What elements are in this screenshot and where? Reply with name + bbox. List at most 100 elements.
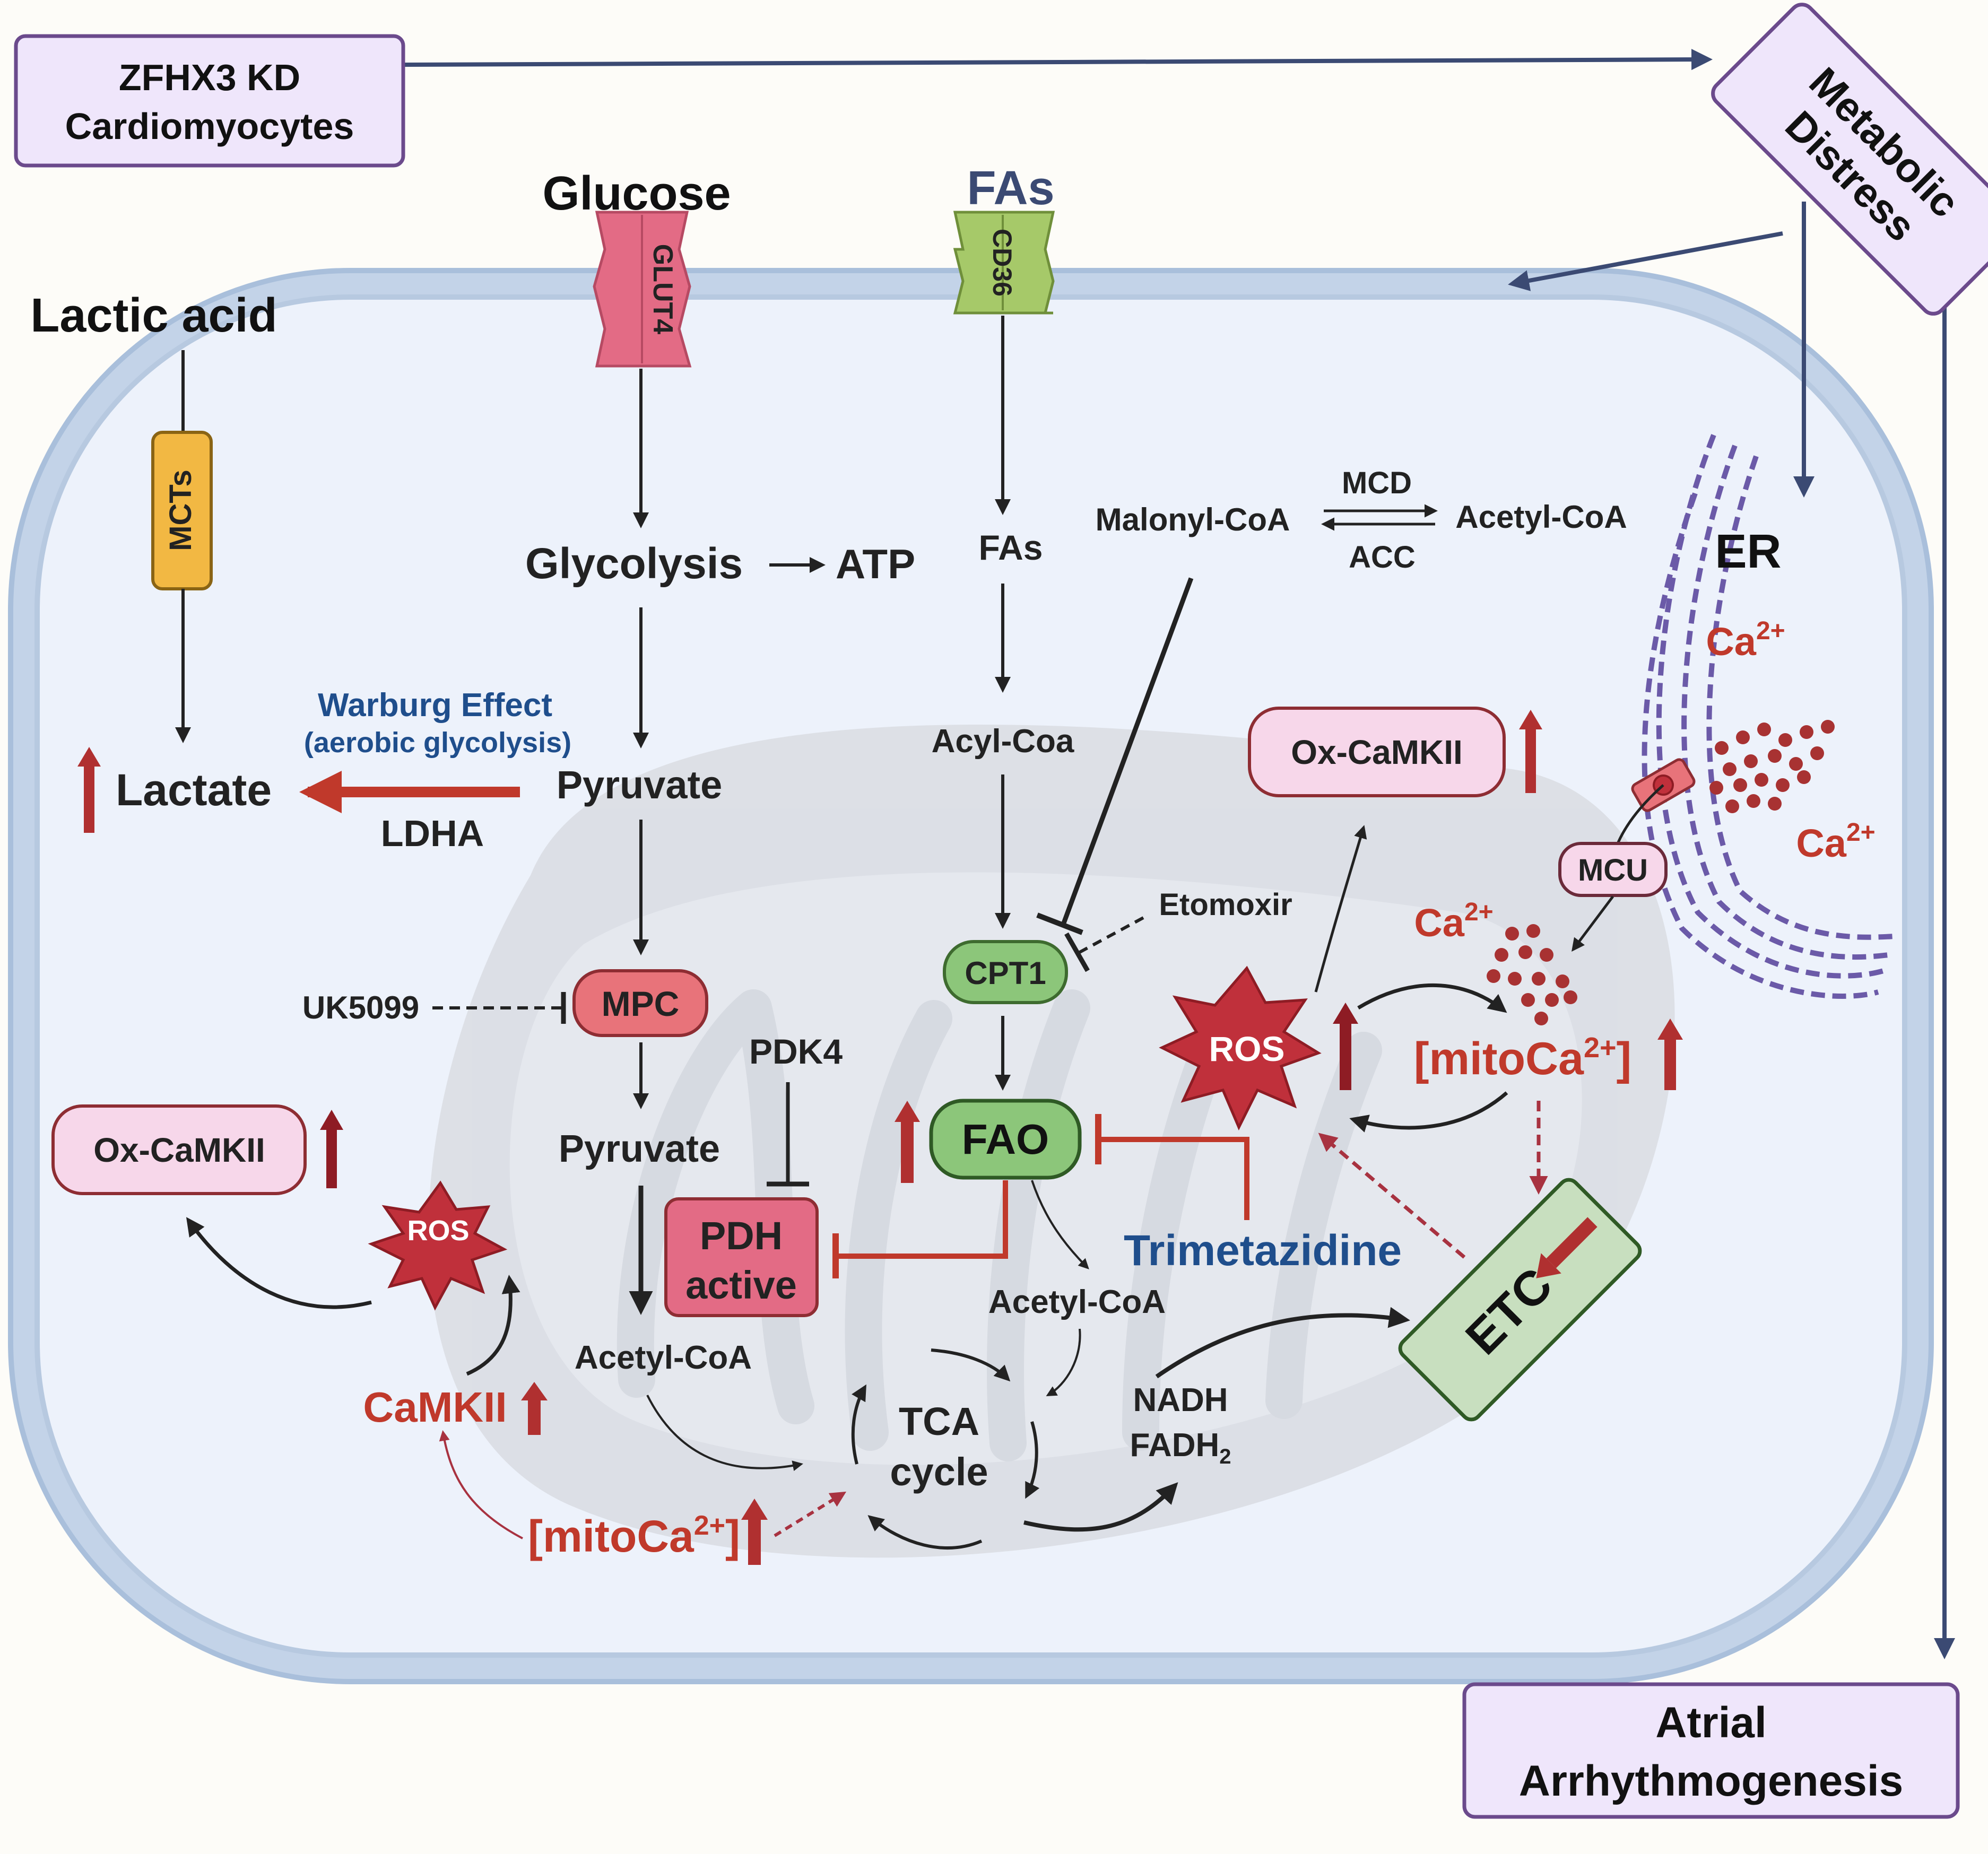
ca-er-sup: 2+ (1756, 617, 1785, 645)
mito-ca-right-open: [mito (1414, 1033, 1525, 1084)
mito-ca-left-up-shaft (748, 1517, 761, 1565)
ros-to-ox-camkii-left-arrow (186, 1217, 372, 1309)
acetyl-coa-top-label: Acetyl-CoA (1455, 499, 1627, 535)
camkii-label: CaMKII (363, 1383, 507, 1431)
glycolysis-arrows (175, 369, 826, 1315)
fas-label: FAs (978, 528, 1043, 567)
pyruvate-label: Pyruvate (557, 763, 723, 807)
aerobic-glycolysis-label: (aerobic glycolysis) (304, 727, 571, 759)
cardiomyocytes-label: Cardiomyocytes (65, 106, 354, 147)
cpt1-box (943, 940, 1068, 1004)
ox-camkii-right-box (1248, 707, 1506, 797)
ca-mito-base: Ca (1414, 901, 1464, 945)
etc-complex: ETC (1398, 1178, 1642, 1422)
fao-up-arrow-shaft (901, 1119, 914, 1183)
ros-left-star (368, 1180, 508, 1311)
ros-right-up-head (1333, 1003, 1358, 1024)
lactic-acid-label: Lactic acid (30, 289, 277, 342)
malonyl-coa-label: Malonyl-CoA (1096, 502, 1290, 537)
etomoxir-inhibition (1079, 916, 1144, 954)
mito-ca-left-up-head (741, 1499, 768, 1520)
ca-dots-mito (1487, 924, 1577, 1025)
fao-label: FAO (962, 1116, 1049, 1163)
camkii-to-ros-arrow (466, 1275, 520, 1376)
zfhx3-kd-label: ZFHX3 KD (119, 57, 300, 98)
lactate-up-arrow-head (77, 747, 101, 767)
ox-camkii-left-up-head (320, 1110, 343, 1130)
fadh-sub: 2 (1219, 1445, 1231, 1468)
fadh2-label: FADH2 (1130, 1427, 1231, 1468)
mito-ca-right-ca: Ca (1525, 1033, 1584, 1084)
ca-er-base: Ca (1706, 620, 1756, 664)
cd36-transporter: CD36 (953, 211, 1055, 315)
ros-to-mitoca-arrow (1357, 983, 1507, 1013)
mito-ca-right-sup: 2+ (1584, 1032, 1617, 1064)
mito-ca-left-ca: Ca (637, 1511, 695, 1561)
cpt1-label: CPT1 (965, 955, 1046, 991)
nadh-label: NADH (1133, 1382, 1228, 1418)
mcu-to-mito-arrow (1572, 895, 1614, 952)
mpc-box (572, 969, 708, 1037)
tca-cycle: TCA cycle NADH FADH2 (646, 1307, 1410, 1550)
ca-cyto-sup: 2+ (1846, 819, 1876, 847)
atp-label: ATP (836, 541, 915, 587)
er-label: ER (1715, 525, 1781, 578)
fao-to-acetyl-arrow (1031, 1180, 1089, 1269)
etc-to-ros-arrow (1318, 1133, 1466, 1259)
mito-ca-right-up-shaft (1664, 1037, 1676, 1090)
cd36-label: CD36 (987, 229, 1017, 297)
endoplasmic-reticulum (1642, 434, 1895, 999)
malonyl-inhibition-bar (1036, 912, 1083, 935)
ros-to-ox-camkii-arrow (1314, 825, 1367, 993)
ca-cyto-base: Ca (1796, 821, 1846, 865)
ros-right-up-shaft (1340, 1021, 1351, 1090)
glut4-transporter: GLUT4 (593, 211, 692, 368)
lactate-up-arrow-shaft (84, 764, 94, 833)
mito-ca-right-close: ] (1617, 1033, 1632, 1084)
ox-camkii-left-box (51, 1104, 307, 1195)
ca-cyto-label: Ca2+ (1796, 819, 1875, 865)
atrial-arrhythmogenesis-box: Atrial Arrhythmogenesis (1462, 1682, 1960, 1819)
ox-camkii-left-label: Ox-CaMKII (93, 1131, 265, 1169)
acetyl-coa-left-label: Acetyl-CoA (575, 1339, 752, 1376)
ca-er-label: Ca2+ (1706, 617, 1785, 664)
pdh-active-box (664, 1197, 819, 1317)
camkii-up-shaft (528, 1398, 541, 1435)
tca-label: TCA (899, 1399, 979, 1443)
mitoca-to-camkii-arrow (439, 1430, 523, 1539)
fao-box (929, 1099, 1082, 1180)
ca-mito-sup: 2+ (1464, 898, 1494, 926)
ldha-label: LDHA (381, 813, 484, 854)
fas-top-label: FAs (967, 162, 1054, 215)
ros-right-star (1159, 965, 1322, 1130)
ca-dots-er (1709, 720, 1835, 813)
fao-up-arrow-head (895, 1101, 920, 1122)
ox-camkii-left-up-shaft (326, 1127, 337, 1188)
trimetazidine-inhibition (1101, 1137, 1249, 1220)
uk5099-label: UK5099 (302, 990, 419, 1025)
mito-ca-left-label: [mitoCa2+] (528, 1510, 740, 1561)
camkii-up-head (521, 1382, 548, 1400)
lactate-label: Lactate (116, 765, 272, 815)
mcu-box (1558, 842, 1668, 897)
pyruvate-mito-label: Pyruvate (559, 1128, 720, 1170)
mitoca-to-ros-arrow (1349, 1091, 1508, 1133)
ros-right-label: ROS (1209, 1029, 1284, 1068)
atrial-label: Atrial (1655, 1699, 1767, 1747)
ros-left-label: ROS (407, 1215, 469, 1247)
mito-ca-left-open: [mito (528, 1511, 637, 1561)
mcu-label: MCU (1578, 853, 1648, 887)
top-arrows (403, 49, 1955, 1659)
acyl-coa-label: Acyl-Coa (932, 723, 1074, 760)
etc-up-arrow-head (1536, 1253, 1561, 1278)
ryr-to-mcu-line (1614, 784, 1664, 849)
mcts-transporter: MCTs (151, 350, 213, 590)
fao-inhibits-pdh (838, 1180, 1008, 1259)
pdh-label: PDH (700, 1214, 783, 1258)
acc-label: ACC (1349, 540, 1416, 575)
etomoxir-label: Etomoxir (1159, 887, 1292, 922)
mcts-label: MCTs (163, 469, 198, 551)
mito-ca-left-close: ] (725, 1511, 740, 1561)
malonyl-inhibition (1061, 577, 1194, 924)
